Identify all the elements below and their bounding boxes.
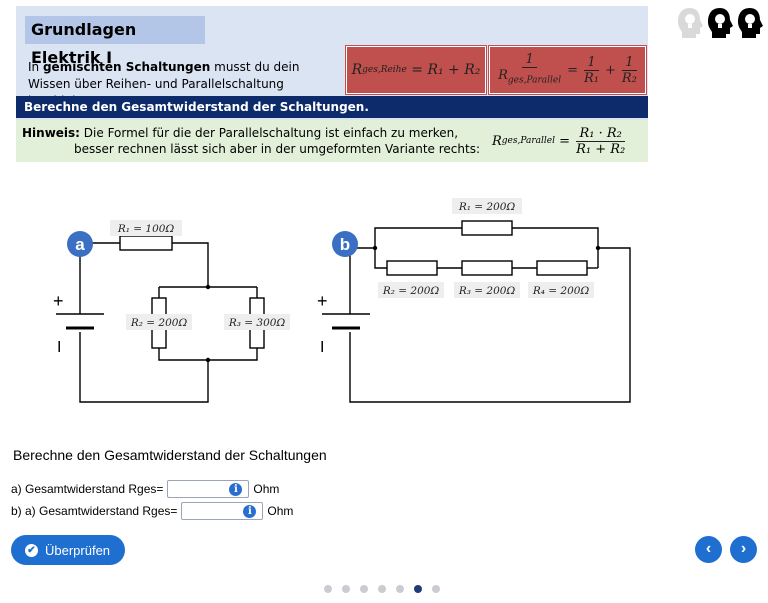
label-a-r1: R₁ = 100Ω [117,223,175,235]
info-icon[interactable]: i [229,483,243,496]
pagination-dot[interactable] [414,585,422,593]
battery-minus-b: I [320,339,324,356]
hint-box [16,120,648,162]
label-b-r3: R₃ = 200Ω [458,285,516,297]
question-a-label: a) Gesamtwiderstand Rges= [11,482,164,496]
hint-text: Hinweis: Die Formel für die der Parallel… [22,126,481,156]
lightbulb-head-icon[interactable] [678,8,703,38]
lightbulb-head-icon[interactable] [708,8,733,38]
badge-b: b [340,235,350,254]
label-b-r1: R₁ = 200Ω [458,201,516,213]
prev-button[interactable]: ‹ [695,536,722,563]
label-a-r2: R₂ = 200Ω [130,317,188,329]
battery-plus-b: + [317,291,328,311]
battery-minus-a: I [57,339,61,356]
page-title: Grundlagen Elektrik I [25,16,205,67]
pagination-dot[interactable] [324,585,332,593]
task-bar: Berechne den Gesamtwiderstand der Schalt… [16,96,648,118]
badge-a: a [75,235,85,254]
question-a-unit: Ohm [253,482,280,496]
question-b: b) a) Gesamtwiderstand Rges= i Ohm [11,502,293,520]
question-b-label: b) a) Gesamtwiderstand Rges= [11,504,178,518]
circuit-diagrams: a b + I + I R₁ = 100Ω R₂ = 200Ω R₃ = 300… [53,198,631,403]
check-icon: ✔ [25,543,38,557]
lightbulb-head-icon[interactable] [738,8,763,38]
pagination-dot[interactable] [342,585,350,593]
label-a-r3: R₃ = 300Ω [228,317,286,329]
question-title: Berechne den Gesamtwiderstand der Schalt… [13,447,327,463]
battery-plus-a: + [53,291,64,311]
check-button[interactable]: ✔ Überprüfen [11,535,125,565]
info-icon[interactable]: i [243,505,257,518]
hint-icons [678,8,763,38]
pagination-dot[interactable] [378,585,386,593]
pagination-dot[interactable] [360,585,368,593]
question-a: a) Gesamtwiderstand Rges= i Ohm [11,480,279,498]
pagination-dot[interactable] [432,585,440,593]
pagination [324,585,440,593]
question-b-unit: Ohm [267,504,294,518]
next-button[interactable]: › [730,536,757,563]
answer-a-input[interactable]: i [167,480,250,498]
pagination-dot[interactable] [396,585,404,593]
answer-b-input[interactable]: i [181,502,264,520]
label-b-r2: R₂ = 200Ω [382,285,440,297]
check-button-label: Überprüfen [45,542,111,558]
label-b-r4: R₄ = 200Ω [532,285,590,297]
